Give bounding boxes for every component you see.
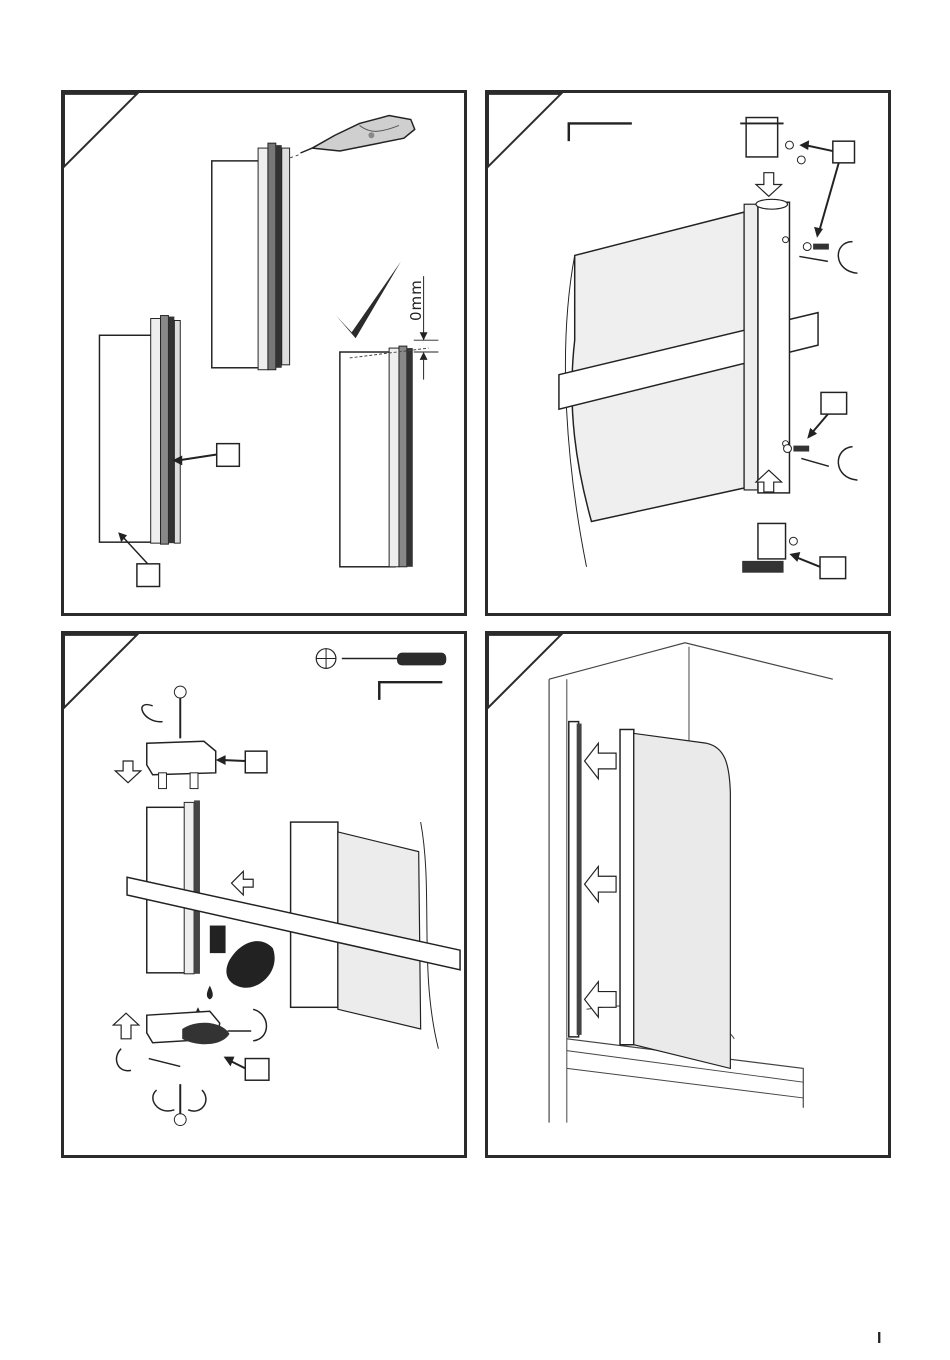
step-3-illustration <box>64 634 464 1155</box>
left-arrow-icon <box>585 743 617 778</box>
screw-top <box>799 242 857 274</box>
step-corner-badge <box>488 635 561 708</box>
left-arrow-icon <box>585 866 617 901</box>
profile-top <box>212 143 290 370</box>
rotate-arrow-icon <box>838 447 857 480</box>
top-mount-part <box>115 686 215 788</box>
down-arrow-icon <box>115 761 141 783</box>
screw-bottom <box>784 445 858 480</box>
profile-left <box>99 316 180 545</box>
step-corner-badge <box>488 94 561 167</box>
step-2-illustration <box>488 93 888 613</box>
phillips-screwdriver-icon <box>316 649 446 669</box>
step-corner-badge <box>64 94 137 167</box>
step-1-illustration <box>64 93 464 613</box>
callout-box-1 <box>216 751 267 773</box>
left-arrow-icon <box>585 982 617 1017</box>
step-corner-badge <box>64 635 137 708</box>
callout-box-1 <box>799 140 854 238</box>
step-2-panel <box>485 90 891 616</box>
step-3-panel <box>61 631 467 1158</box>
rotate-arrow-icon <box>253 1009 266 1041</box>
callout-box-3 <box>789 552 845 579</box>
glass-door <box>620 729 730 1068</box>
callout-box-2 <box>807 392 846 438</box>
step-4-panel <box>485 631 891 1158</box>
step-4-illustration <box>488 634 888 1155</box>
step-1-panel: 0mm <box>61 90 467 616</box>
page-number: I <box>877 1330 881 1348</box>
rotate-arrow-icon <box>142 705 163 722</box>
callout-box-1 <box>172 444 239 467</box>
down-arrow-icon <box>756 173 782 197</box>
profile-right <box>340 346 429 567</box>
callout-box-2 <box>224 1057 269 1081</box>
up-arrow-icon <box>113 1013 139 1039</box>
rotate-arrow-icon <box>116 1049 131 1071</box>
checkmark-icon <box>336 261 401 338</box>
wall-profile <box>569 722 582 1037</box>
wipe-hand-icon <box>210 926 275 988</box>
rotate-arrow-icon <box>838 242 857 274</box>
allen-key-icon <box>379 682 442 700</box>
allen-key-icon <box>569 123 632 141</box>
gap-label: 0mm <box>407 279 425 321</box>
hinge-profile <box>744 199 789 493</box>
top-hinge-part <box>740 118 805 197</box>
left-arrow-icon <box>231 871 253 895</box>
